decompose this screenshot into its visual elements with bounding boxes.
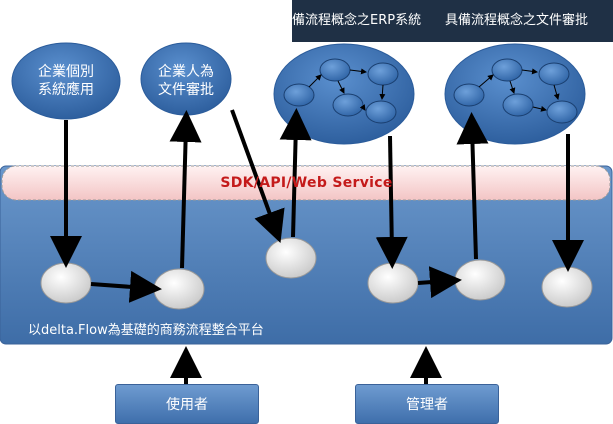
ellipse-enterprise-apps: [11, 42, 121, 120]
doc-approval-title: 具備流程概念之文件審批: [445, 13, 589, 28]
flow-node-3: [265, 237, 317, 279]
user-box[interactable]: 使用者: [115, 384, 259, 424]
flow-node-6: [541, 266, 593, 308]
arrow-node1-to-node2: [90, 270, 162, 303]
sdk-band-label: SDK/API/Web Service: [220, 175, 393, 191]
arrow-node5-to-doc: [456, 112, 489, 260]
top-title-bar: 備流程概念之ERP系統 具備流程概念之文件審批: [292, 0, 613, 42]
flow-node-4: [367, 262, 419, 304]
doc-approval-process-cloud: [444, 43, 586, 145]
user-box-label: 使用者: [166, 397, 208, 413]
sdk-band: [1, 165, 611, 201]
arrow-node4-to-node5: [417, 266, 462, 299]
enterprise-apps-label: 企業個別 系統應用: [38, 64, 94, 98]
arrow-approval-to-node3: [230, 109, 285, 244]
arrow-erp-to-node4: [375, 135, 408, 269]
admin-box-label: 管理者: [406, 397, 448, 413]
manual-approval-label: 企業人為 文件審批: [158, 64, 214, 98]
arrow-node3-to-erp: [279, 108, 312, 238]
flow-node-2: [153, 268, 205, 310]
arrow-node2-to-approval: [169, 110, 202, 269]
erp-title: 備流程概念之ERP系統: [292, 13, 422, 28]
flow-node-1: [40, 262, 92, 304]
platform-label: 以delta.Flow為基礎的商務流程整合平台: [28, 323, 264, 338]
flow-node-5: [454, 259, 506, 301]
admin-box[interactable]: 管理者: [355, 384, 499, 424]
